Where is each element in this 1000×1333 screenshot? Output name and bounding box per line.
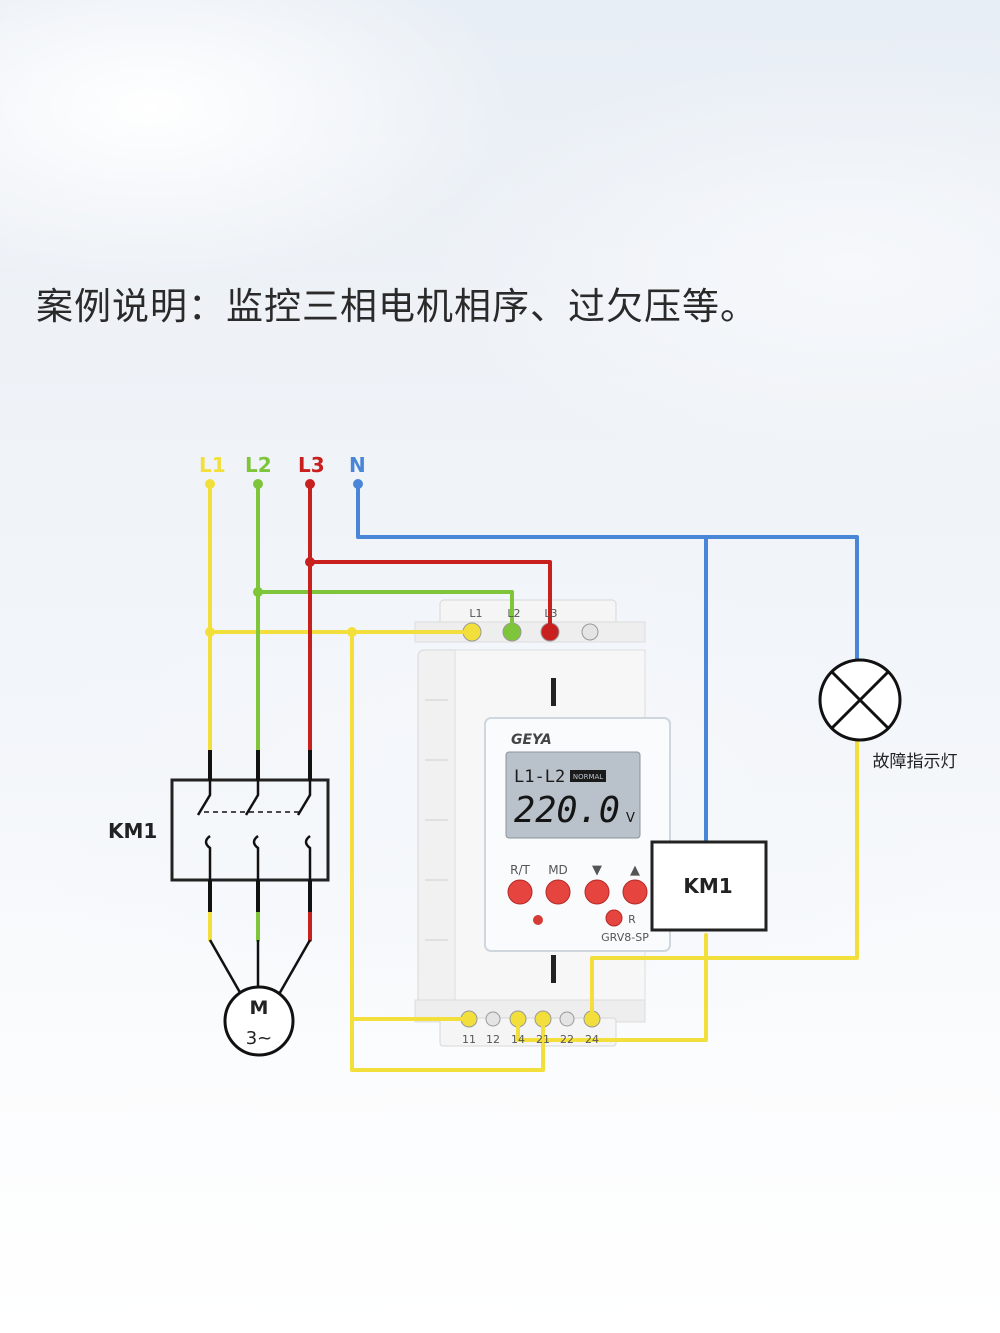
button-label-up: ▲ (630, 863, 640, 878)
display-status-badge (570, 770, 606, 782)
display-value: 220.0 (514, 790, 620, 831)
display-mode: L1-L2 (514, 767, 565, 787)
phase-label-l2: L2 (245, 453, 272, 477)
motor-type: 3~ (246, 1028, 273, 1049)
motor-letter: M (250, 997, 269, 1019)
phase-label-l3: L3 (298, 453, 325, 477)
relay-brand-logo: GEYA (511, 732, 552, 748)
button-label-down: ▼ (592, 863, 602, 878)
relay-top-terminal-l1: L1 (469, 607, 482, 620)
contactor-right-label: KM1 (683, 874, 732, 898)
contactor-left-label: KM1 (108, 819, 157, 843)
relay-bottom-terminal-12: 12 (486, 1033, 500, 1046)
button-label-md: MD (548, 863, 568, 877)
relay-buttons (507, 879, 648, 927)
phase-label-l1: L1 (199, 453, 226, 477)
relay-model: GRV8-SP (601, 931, 649, 944)
relay-bottom-terminal-21: 21 (536, 1033, 550, 1046)
junction-dots (205, 479, 363, 637)
relay-top-terminal-l2: L2 (507, 607, 520, 620)
display-unit: V (626, 811, 635, 826)
button-label-rt: R/T (510, 863, 530, 877)
fault-lamp-label: 故障指示灯 (873, 752, 958, 772)
relay-bottom-terminal-11: 11 (462, 1033, 476, 1046)
fault-lamp (818, 658, 902, 742)
phase-label-n: N (349, 453, 366, 477)
caption: 案例说明：监控三相电机相序、过欠压等。 (36, 285, 758, 328)
wire-l1 (208, 482, 859, 1072)
wire-n (356, 482, 859, 842)
relay-bottom-terminal-24: 24 (585, 1033, 599, 1046)
relay-bottom-terminal-22: 22 (560, 1033, 574, 1046)
relay-top-terminal-l3: L3 (544, 607, 557, 620)
reset-label: R (628, 913, 636, 926)
motor (208, 939, 312, 1057)
relay-bottom-terminal-14: 14 (511, 1033, 525, 1046)
contactor-km1-left (170, 750, 330, 912)
contactor-km1-coil (650, 840, 768, 932)
display-status: NORMAL (573, 773, 603, 781)
